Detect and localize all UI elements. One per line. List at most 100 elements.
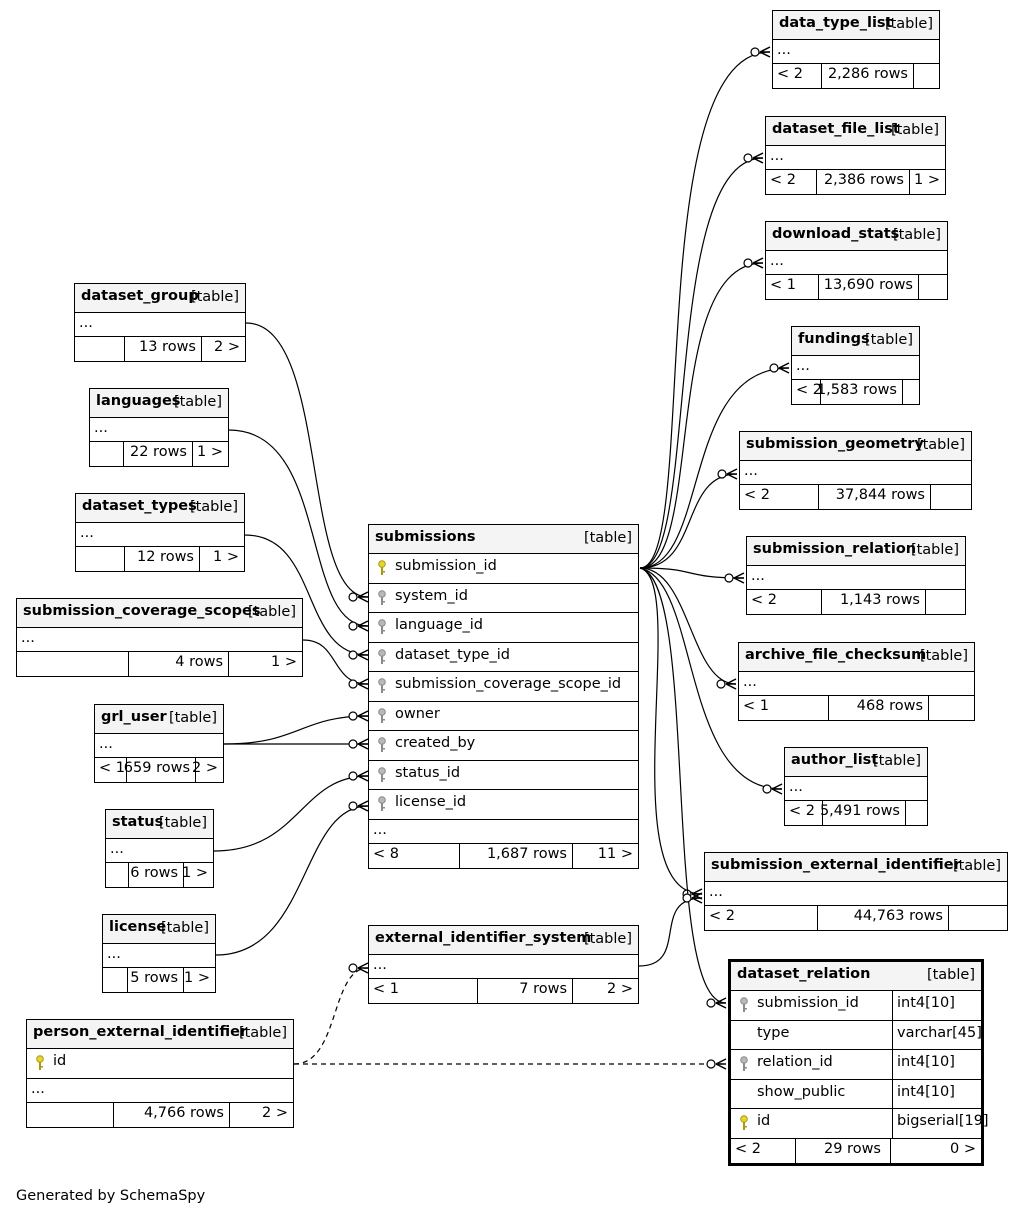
column-row[interactable]: submission_id xyxy=(369,554,638,584)
column-type: bigserial[19] xyxy=(892,1109,989,1138)
relationship-line xyxy=(639,51,771,569)
more-columns[interactable]: ... xyxy=(76,523,244,547)
more-columns[interactable]: ... xyxy=(785,777,927,801)
more-columns[interactable]: ... xyxy=(95,734,223,758)
optional-marker xyxy=(348,592,358,602)
relationship-line xyxy=(293,967,369,1065)
table-submissions[interactable]: submissions [table] submission_id system… xyxy=(368,524,639,869)
ellipsis-text: ... xyxy=(751,568,765,584)
child-count: 1 > xyxy=(199,547,244,571)
crows-foot-marker xyxy=(752,257,764,269)
more-columns[interactable]: ... xyxy=(740,461,971,485)
more-columns[interactable]: ... xyxy=(369,955,638,979)
relationship-line xyxy=(228,429,369,627)
relationship-line xyxy=(245,322,369,598)
table-name: fundings xyxy=(798,331,870,347)
table-header: license [table] xyxy=(103,915,215,944)
parent-count: < 2 xyxy=(709,908,735,924)
column-row[interactable]: dataset_type_id xyxy=(369,643,638,672)
more-columns[interactable]: ... xyxy=(773,40,939,64)
more-columns[interactable]: ... xyxy=(792,356,919,380)
more-columns[interactable]: ... xyxy=(90,418,228,442)
column-row[interactable]: owner xyxy=(369,702,638,731)
optional-marker xyxy=(348,711,358,721)
column-row[interactable]: relation_id int4[10] xyxy=(731,1050,981,1080)
child-count xyxy=(930,485,971,509)
more-columns[interactable]: ... xyxy=(747,566,965,590)
column-row[interactable]: type varchar[45] xyxy=(731,1020,982,1050)
column-row[interactable]: system_id xyxy=(369,584,638,613)
more-columns[interactable]: ... xyxy=(103,944,215,968)
parent-count: < 2 xyxy=(796,382,822,398)
crows-foot-marker xyxy=(726,468,738,480)
table-name: grl_user xyxy=(101,709,167,725)
more-columns[interactable]: ... xyxy=(739,672,974,696)
more-columns[interactable]: ... xyxy=(766,146,945,170)
column-row[interactable]: submission_coverage_scope_id xyxy=(369,672,638,702)
table-name: submission_relation xyxy=(753,541,917,557)
column-row[interactable]: created_by xyxy=(369,731,638,761)
more-columns[interactable]: ... xyxy=(27,1079,293,1103)
optional-marker xyxy=(706,998,716,1008)
table-header: submission_external_identifier [table] xyxy=(705,853,1007,882)
more-columns[interactable]: ... xyxy=(705,882,1007,906)
column-row[interactable]: language_id xyxy=(369,613,638,643)
column-row[interactable]: id xyxy=(27,1049,293,1079)
crows-foot-marker xyxy=(357,738,369,750)
more-columns[interactable]: ... xyxy=(17,628,302,652)
child-count xyxy=(902,380,919,404)
table-type-label: [table] xyxy=(952,858,1001,874)
relationship-line xyxy=(639,157,764,569)
table-dataset-relation[interactable]: dataset_relation [table] submission_id i… xyxy=(728,959,989,1166)
crows-foot-marker xyxy=(725,678,737,690)
column-row[interactable]: status_id xyxy=(369,761,638,790)
relationship-line xyxy=(639,473,738,569)
more-columns[interactable]: ... xyxy=(369,820,638,844)
more-columns[interactable]: ... xyxy=(106,839,213,863)
parent-count xyxy=(106,863,128,887)
table-person-external-identifier[interactable]: person_external_identifier [table] id ..… xyxy=(26,1019,294,1128)
table-submission-external-identifier[interactable]: submission_external_identifier [table] .… xyxy=(704,852,1008,931)
table-type-label: [table] xyxy=(583,931,632,947)
crows-foot-marker xyxy=(357,770,369,782)
column-row[interactable]: show_public int4[10] xyxy=(731,1079,981,1109)
column-row[interactable]: submission_id int4[10] xyxy=(731,991,981,1021)
table-header: download_stats [table] xyxy=(766,222,947,251)
table-name: external_identifier_system xyxy=(375,930,592,946)
more-columns[interactable]: ... xyxy=(75,313,245,337)
foreign-key-icon xyxy=(378,796,386,811)
crows-foot-marker xyxy=(357,649,369,661)
table-type-label: [table] xyxy=(247,604,296,620)
column-row[interactable]: id bigserial[19] xyxy=(731,1109,989,1139)
table-external-identifier-system[interactable]: external_identifier_system [table] ...< … xyxy=(368,925,639,1004)
child-count: 1 > xyxy=(228,652,302,676)
optional-marker xyxy=(769,363,779,373)
column-name: id xyxy=(53,1053,67,1069)
crows-foot-marker xyxy=(357,962,369,974)
column-row[interactable]: license_id xyxy=(369,790,638,820)
child-count xyxy=(905,801,927,825)
table-name: submission_geometry xyxy=(746,436,924,452)
row-count: 13,690 rows xyxy=(818,275,918,299)
column-name: submission_coverage_scope_id xyxy=(395,676,622,692)
more-columns[interactable]: ... xyxy=(766,251,947,275)
table-submission-coverage-scopes[interactable]: submission_coverage_scopes [table] ...4 … xyxy=(16,598,303,677)
